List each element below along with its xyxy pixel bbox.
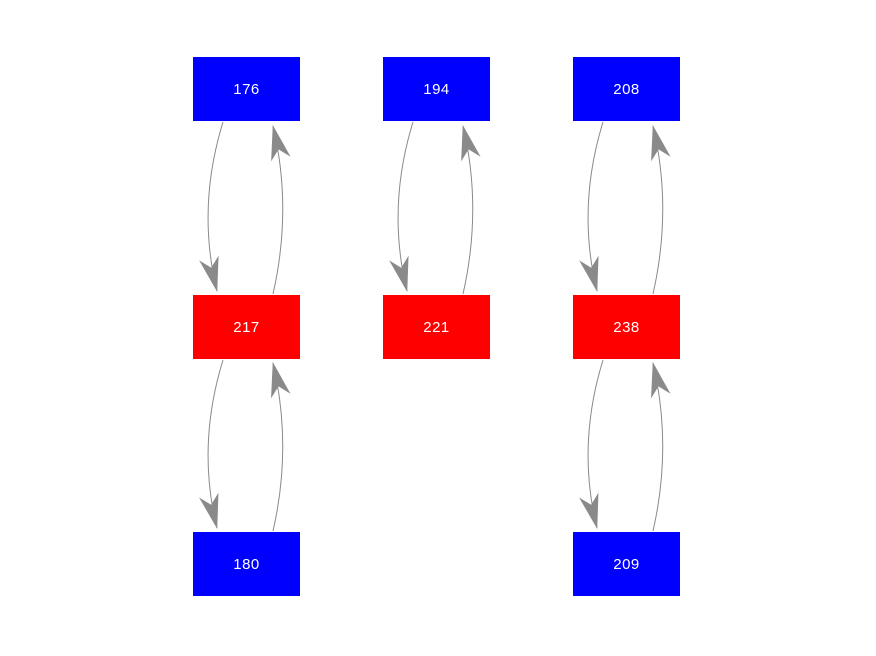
node-label: 238 bbox=[613, 318, 640, 336]
node-label: 180 bbox=[233, 555, 260, 573]
node-label: 194 bbox=[423, 80, 450, 98]
edge-194-to-221 bbox=[389, 121, 414, 292]
edge-176-to-217 bbox=[199, 121, 224, 292]
node-209: 209 bbox=[573, 532, 680, 596]
edge-217-to-176 bbox=[271, 125, 291, 295]
edge-238-to-209 bbox=[579, 359, 604, 529]
node-221: 221 bbox=[383, 295, 490, 359]
edge-208-to-238 bbox=[579, 121, 604, 292]
node-label: 209 bbox=[613, 555, 640, 573]
edge-238-to-208 bbox=[651, 125, 671, 295]
node-176: 176 bbox=[193, 57, 300, 121]
node-194: 194 bbox=[383, 57, 490, 121]
edge-180-to-217 bbox=[271, 362, 291, 532]
node-label: 221 bbox=[423, 318, 450, 336]
edge-209-to-238 bbox=[651, 362, 671, 532]
node-238: 238 bbox=[573, 295, 680, 359]
edge-217-to-180 bbox=[199, 359, 224, 529]
node-208: 208 bbox=[573, 57, 680, 121]
node-label: 208 bbox=[613, 80, 640, 98]
node-label: 217 bbox=[233, 318, 260, 336]
node-217: 217 bbox=[193, 295, 300, 359]
node-label: 176 bbox=[233, 80, 260, 98]
node-180: 180 bbox=[193, 532, 300, 596]
edge-221-to-194 bbox=[461, 125, 481, 295]
